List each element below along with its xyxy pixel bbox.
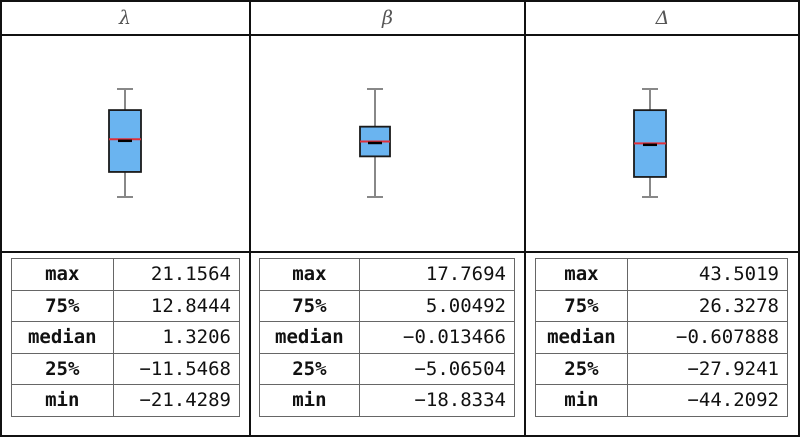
stat-label: min bbox=[11, 384, 114, 417]
stat-value: −18.8334 bbox=[358, 384, 516, 417]
table-row: 25%−27.9241 bbox=[535, 352, 789, 385]
stat-label: max bbox=[535, 258, 628, 291]
stat-label: max bbox=[259, 258, 360, 291]
stat-label: median bbox=[259, 321, 360, 354]
panel-title-delta: Δ bbox=[655, 7, 670, 29]
stat-value: 43.5019 bbox=[626, 258, 789, 291]
stat-value: 21.1564 bbox=[112, 258, 241, 291]
table-row: min−44.2092 bbox=[535, 384, 789, 417]
table-row: 25%−11.5468 bbox=[11, 352, 241, 385]
stat-label: median bbox=[11, 321, 114, 354]
table-row: 25%−5.06504 bbox=[259, 352, 516, 385]
table-row: min−18.8334 bbox=[259, 384, 516, 417]
table-row: 75%26.3278 bbox=[535, 289, 789, 322]
stat-label: 75% bbox=[11, 289, 114, 322]
stat-label: min bbox=[259, 384, 360, 417]
stat-value: −0.013466 bbox=[358, 321, 516, 354]
table-row: median−0.013466 bbox=[259, 321, 516, 354]
stat-label: 25% bbox=[535, 352, 628, 385]
stat-value: −27.9241 bbox=[626, 352, 789, 385]
stat-label: 25% bbox=[11, 352, 114, 385]
stat-value: −11.5468 bbox=[112, 352, 241, 385]
table-row: median−0.607888 bbox=[535, 321, 789, 354]
stat-label: median bbox=[535, 321, 628, 354]
stat-value: −44.2092 bbox=[626, 384, 789, 417]
stat-value: −21.4289 bbox=[112, 384, 241, 417]
stat-label: min bbox=[535, 384, 628, 417]
stat-label: 25% bbox=[259, 352, 360, 385]
boxplot-beta bbox=[250, 36, 525, 251]
stat-value: 1.3206 bbox=[112, 321, 241, 354]
iqr-box bbox=[108, 109, 142, 173]
boxplot-delta bbox=[525, 36, 800, 251]
table-row: 75%5.00492 bbox=[259, 289, 516, 322]
boxplot-lambda bbox=[0, 36, 250, 251]
stat-value: 26.3278 bbox=[626, 289, 789, 322]
table-row: min−21.4289 bbox=[11, 384, 241, 417]
panel-title-lambda: λ bbox=[118, 7, 132, 29]
stat-value: 12.8444 bbox=[112, 289, 241, 322]
stat-value: −5.06504 bbox=[358, 352, 516, 385]
stat-value: 17.7694 bbox=[358, 258, 516, 291]
panel-title-beta: β bbox=[382, 7, 393, 29]
table-row: 75%12.8444 bbox=[11, 289, 241, 322]
stat-value: 5.00492 bbox=[358, 289, 516, 322]
stat-label: max bbox=[11, 258, 114, 291]
stat-label: 75% bbox=[535, 289, 628, 322]
stat-value: −0.607888 bbox=[626, 321, 789, 354]
stat-label: 75% bbox=[259, 289, 360, 322]
